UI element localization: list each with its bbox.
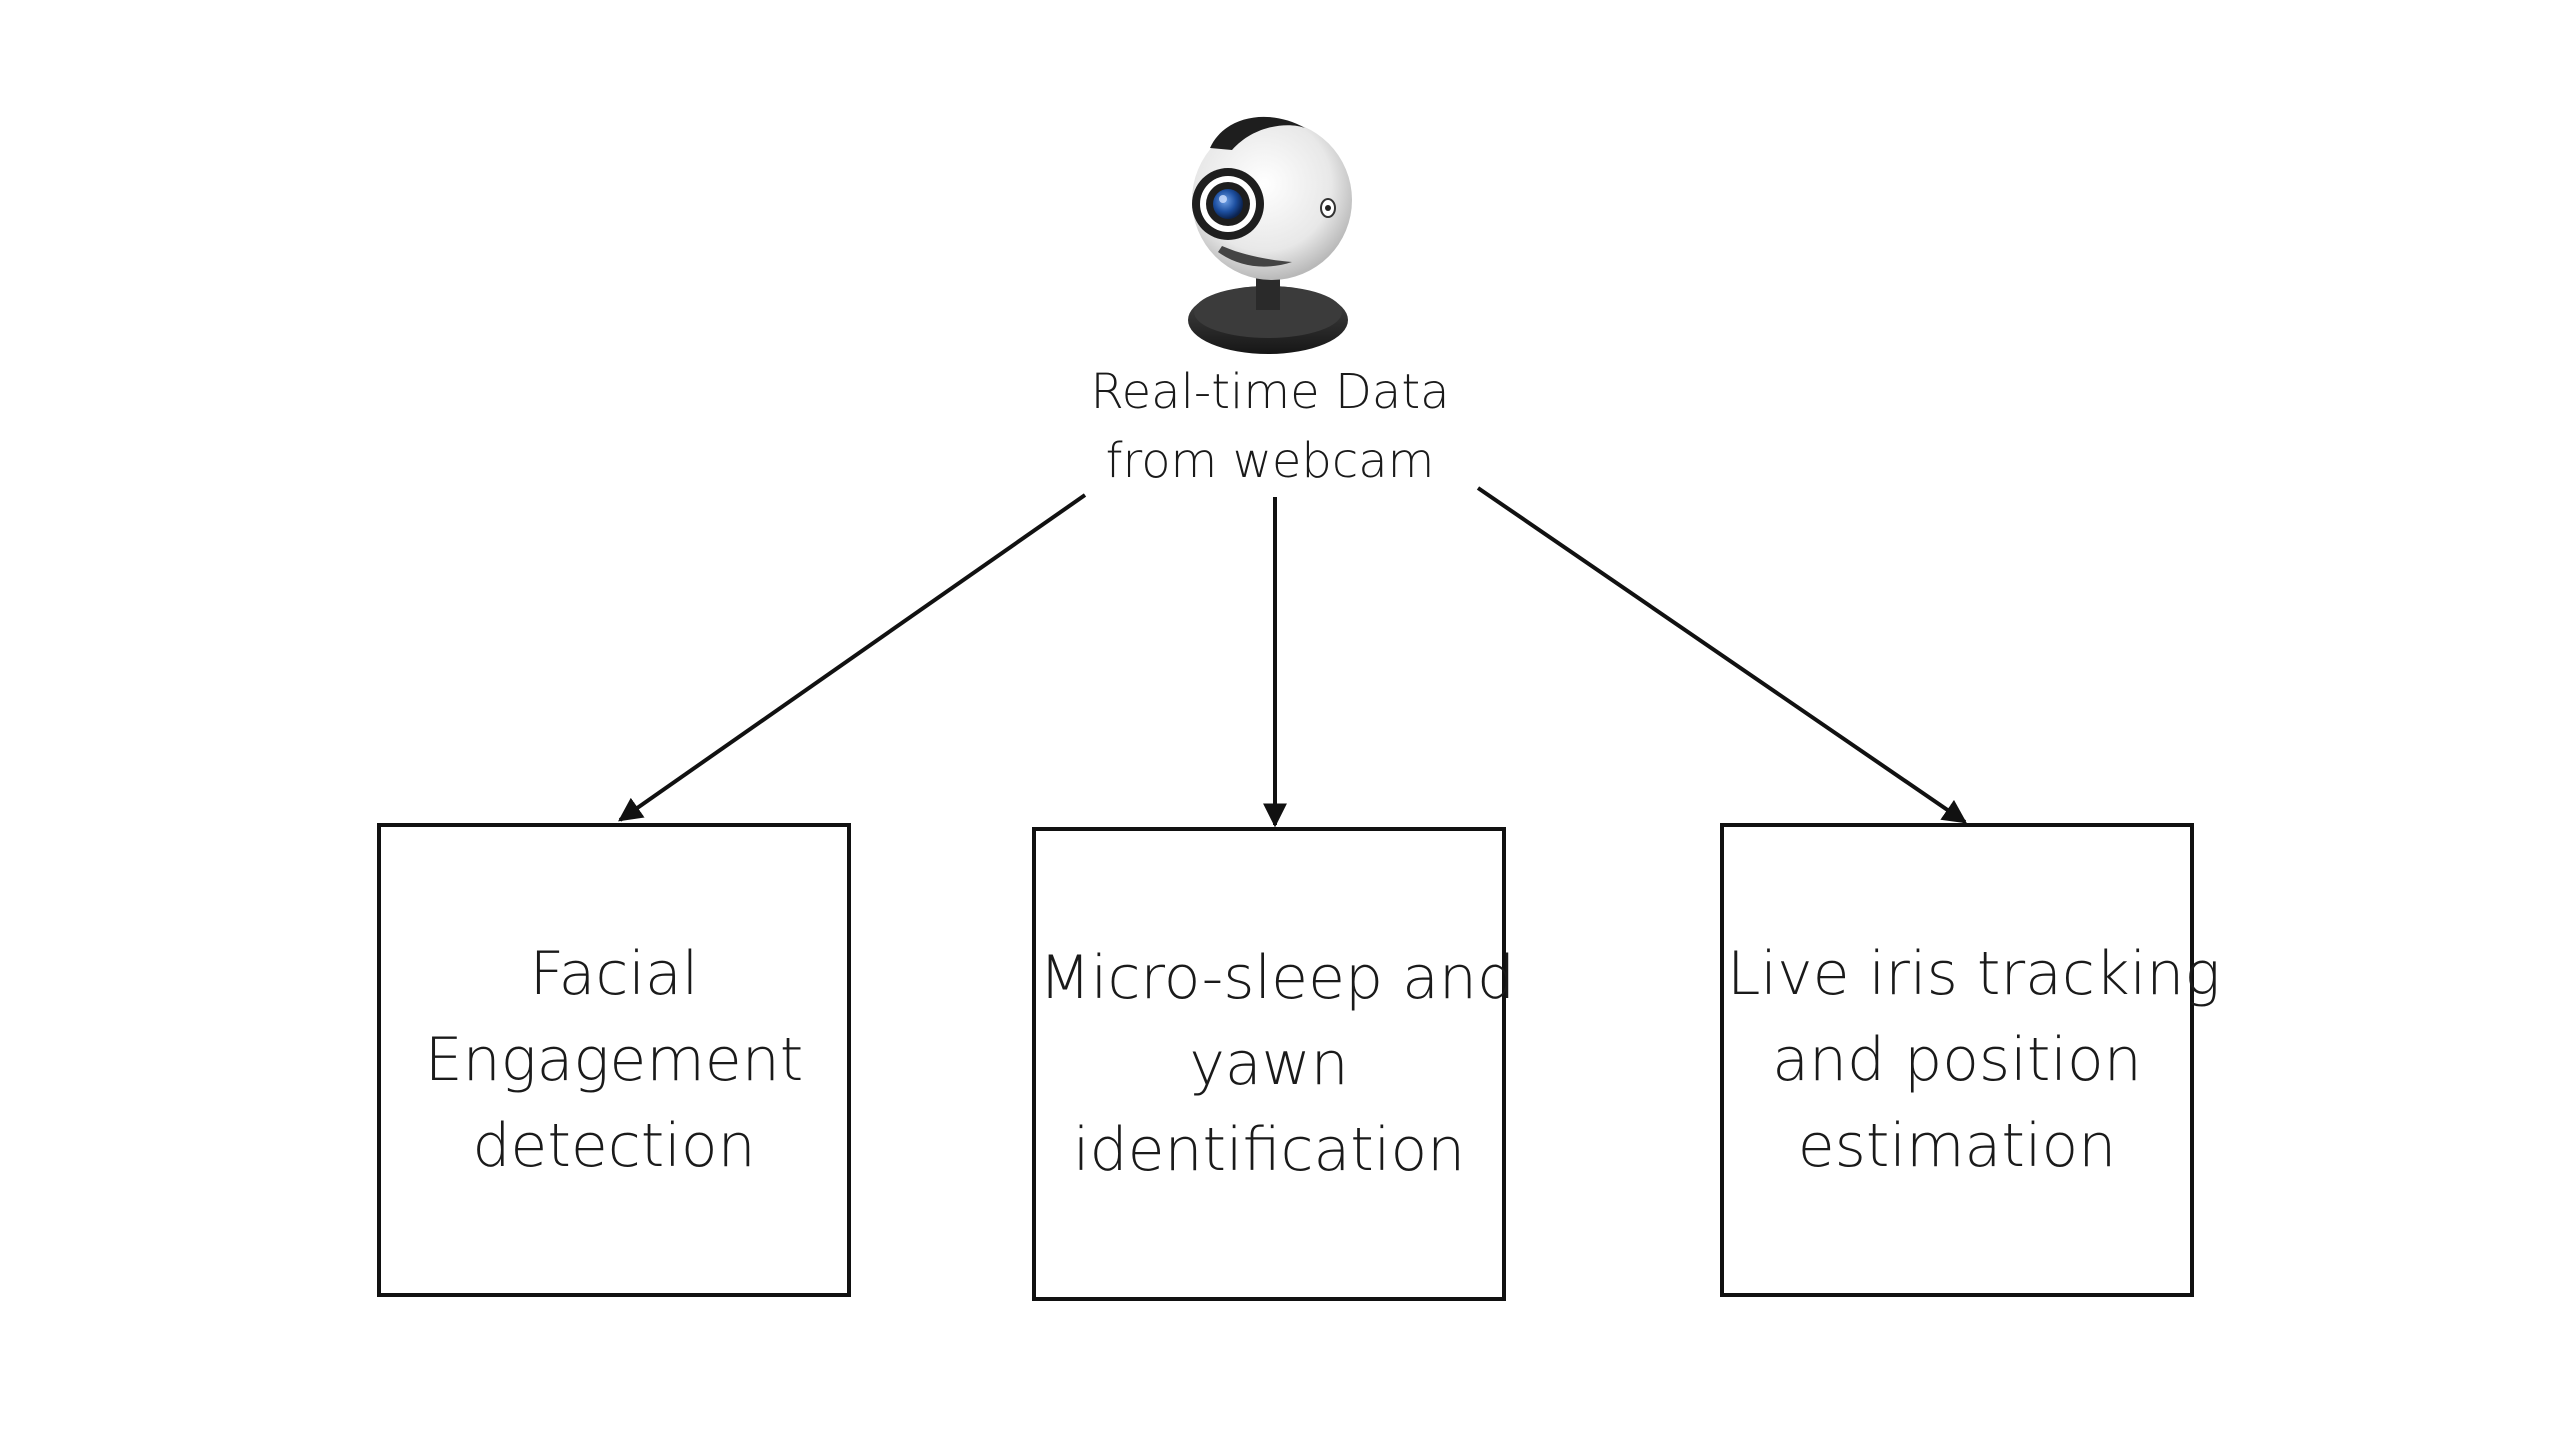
arrows	[618, 486, 1967, 828]
source-label: Real-time Data from webcam	[1080, 358, 1460, 496]
micro-sleep-box: Micro-sleep and yawn identification	[1032, 827, 1516, 1301]
box-label-line: Facial	[529, 939, 699, 1009]
box-label-line: estimation	[1797, 1111, 2117, 1181]
micro-sleep-label: Micro-sleep and yawn identification	[1039, 935, 1516, 1193]
arrow-to-facial-engagement	[618, 493, 1087, 822]
iris-tracking-box: Live iris tracking and position estimati…	[1720, 823, 2221, 1297]
facial-engagement-box: Facial Engagement detection	[377, 823, 851, 1297]
box-label-line: Engagement	[424, 1025, 804, 1095]
iris-tracking-label: Live iris tracking and position estimati…	[1727, 931, 2221, 1189]
box-label-line: yawn	[1189, 1029, 1349, 1099]
box-label-line: and position	[1772, 1025, 2142, 1095]
source-label-line-2: from webcam	[1105, 433, 1435, 489]
box-label-line: Live iris tracking	[1727, 939, 2221, 1009]
source-label-line-1: Real-time Data	[1090, 364, 1450, 420]
arrow-to-iris-tracking	[1476, 486, 1967, 824]
facial-engagement-label: Facial Engagement detection	[384, 931, 844, 1189]
webcam-icon	[1188, 116, 1352, 354]
box-label-line: identification	[1072, 1115, 1466, 1185]
box-label-line: detection	[472, 1111, 756, 1181]
box-label-line: Micro-sleep and	[1039, 943, 1516, 1013]
